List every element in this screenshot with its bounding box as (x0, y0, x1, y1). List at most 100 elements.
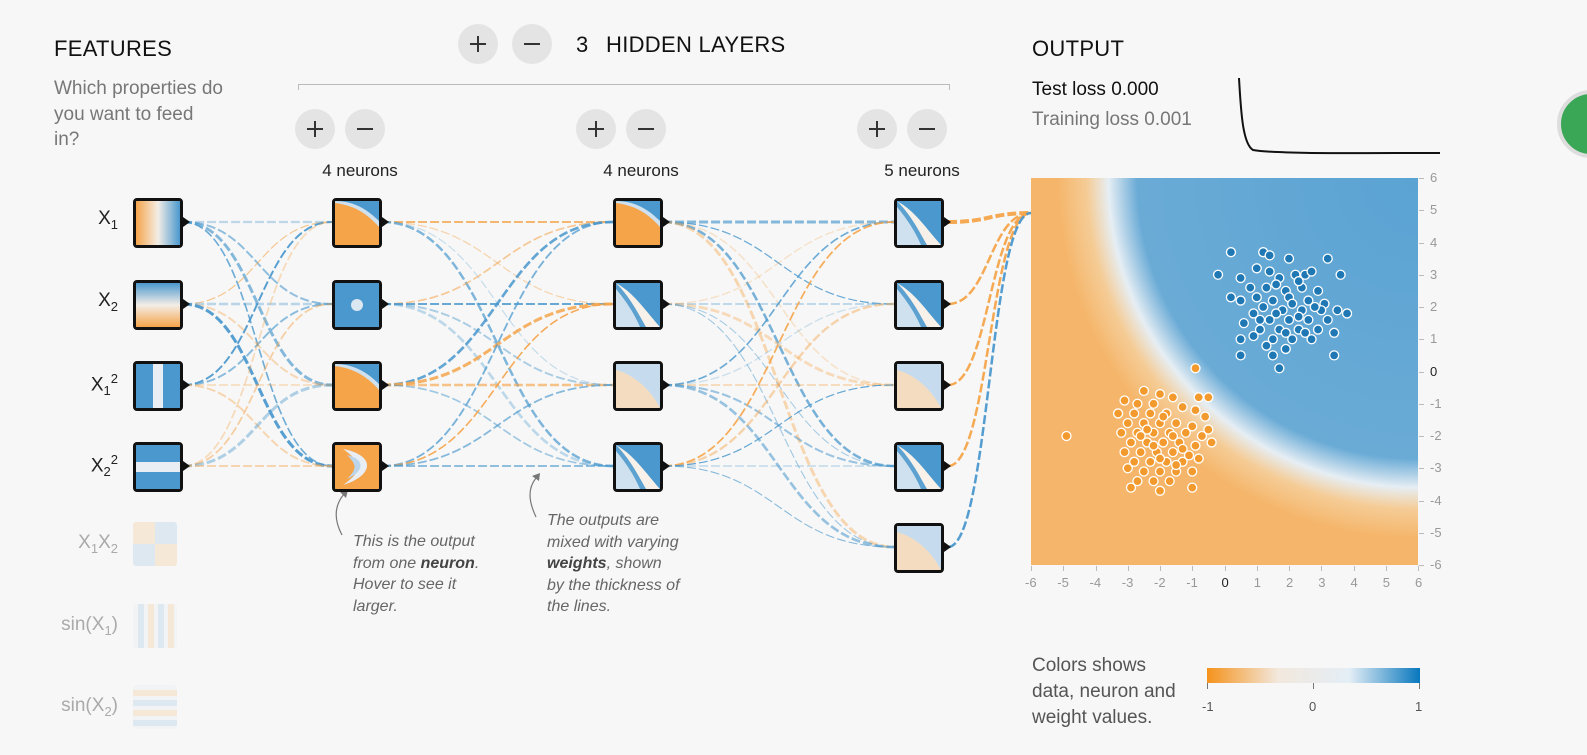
neuron-node[interactable] (332, 280, 382, 330)
weight-link[interactable] (662, 302, 895, 468)
y-axis-tick: 6 (1430, 170, 1438, 185)
add-neuron-button[interactable] (295, 109, 335, 149)
weight-link[interactable] (381, 303, 614, 467)
weight-link[interactable] (947, 211, 1032, 387)
plus-icon (307, 121, 323, 137)
weight-link[interactable] (381, 302, 614, 387)
neuron-node[interactable] (894, 361, 944, 411)
weight-link[interactable] (662, 220, 895, 468)
feature-node[interactable] (133, 280, 183, 330)
data-point (1190, 405, 1201, 416)
data-point (1148, 398, 1159, 409)
data-point (1167, 392, 1179, 403)
weight-link[interactable] (182, 384, 333, 467)
plus-icon (470, 36, 486, 52)
data-point (1270, 308, 1282, 319)
weight-link[interactable] (381, 220, 614, 387)
features-title: FEATURES (54, 36, 173, 61)
neuron-node[interactable] (894, 280, 944, 330)
weight-link[interactable] (947, 211, 1032, 306)
weight-link[interactable] (182, 221, 333, 467)
weight-link[interactable] (182, 303, 333, 386)
data-point (1164, 475, 1175, 487)
data-point (1328, 327, 1340, 338)
add-neuron-button[interactable] (857, 109, 897, 149)
weight-link[interactable] (662, 465, 895, 548)
weight-link[interactable] (662, 303, 895, 548)
data-point (1212, 269, 1224, 280)
neuron-node[interactable] (894, 523, 944, 573)
data-point (1154, 388, 1166, 400)
weight-link[interactable] (662, 303, 895, 386)
weight-link[interactable] (662, 221, 895, 386)
data-point (1122, 417, 1133, 429)
weight-link[interactable] (381, 384, 614, 467)
weight-link[interactable] (381, 221, 614, 305)
data-point (1167, 446, 1179, 458)
minus-icon (357, 128, 373, 130)
feature-node[interactable] (133, 198, 183, 248)
weight-link[interactable] (182, 303, 333, 467)
neuron-node[interactable] (894, 442, 944, 492)
weight-link[interactable] (947, 211, 1032, 224)
output-title: OUTPUT (1032, 36, 1125, 61)
neuron-node[interactable] (613, 361, 663, 411)
data-point (1306, 334, 1317, 345)
plus-icon (588, 121, 604, 137)
weight-link[interactable] (947, 211, 1032, 549)
weight-link[interactable] (662, 221, 895, 305)
weight-link[interactable] (662, 221, 895, 305)
data-point (1112, 408, 1124, 419)
remove-layer-button[interactable] (512, 24, 552, 64)
neuron-node[interactable] (613, 442, 663, 492)
data-point (1287, 298, 1298, 309)
data-point (1225, 292, 1237, 303)
feature-node[interactable] (133, 685, 177, 729)
weight-link[interactable] (182, 302, 333, 468)
remove-neuron-button[interactable] (907, 109, 947, 149)
neuron-node[interactable] (332, 198, 382, 248)
weight-link[interactable] (662, 384, 895, 467)
feature-node[interactable] (133, 604, 177, 648)
data-point (1303, 295, 1314, 306)
weight-link[interactable] (662, 383, 895, 549)
data-point (1254, 314, 1266, 326)
weight-link[interactable] (182, 383, 333, 468)
remove-neuron-button[interactable] (345, 109, 385, 149)
neuron-node[interactable] (894, 198, 944, 248)
feature-node[interactable] (133, 442, 183, 492)
data-point (1312, 285, 1324, 297)
weight-link[interactable] (182, 221, 333, 305)
data-point (1167, 430, 1179, 442)
weight-link[interactable] (662, 302, 895, 387)
feature-node[interactable] (133, 361, 183, 411)
remove-neuron-button[interactable] (626, 109, 666, 149)
weight-link[interactable] (182, 221, 333, 386)
data-point (1145, 408, 1156, 419)
minus-icon (919, 128, 935, 130)
neuron-node[interactable] (332, 442, 382, 492)
x-axis-tick: -2 (1154, 575, 1166, 590)
weight-link[interactable] (947, 211, 1032, 468)
weight-link[interactable] (381, 220, 614, 468)
y-axis-tick: -5 (1430, 524, 1442, 540)
data-point (1135, 446, 1146, 458)
neuron-node[interactable] (613, 198, 663, 248)
feature-node[interactable] (133, 522, 177, 566)
data-point (1061, 430, 1072, 442)
weight-link[interactable] (381, 221, 614, 467)
data-point (1158, 437, 1169, 448)
weight-link[interactable] (662, 221, 895, 467)
y-axis-tick: 0 (1430, 363, 1438, 379)
data-point (1148, 440, 1159, 451)
data-point (1138, 385, 1150, 397)
add-neuron-button[interactable] (576, 109, 616, 149)
data-point (1261, 282, 1272, 293)
data-point (1270, 279, 1282, 290)
data-point (1203, 424, 1214, 435)
add-layer-button[interactable] (458, 24, 498, 64)
data-point (1283, 314, 1295, 326)
neuron-node[interactable] (332, 361, 382, 411)
neuron-node[interactable] (613, 280, 663, 330)
feature-label: X2 (98, 290, 118, 314)
